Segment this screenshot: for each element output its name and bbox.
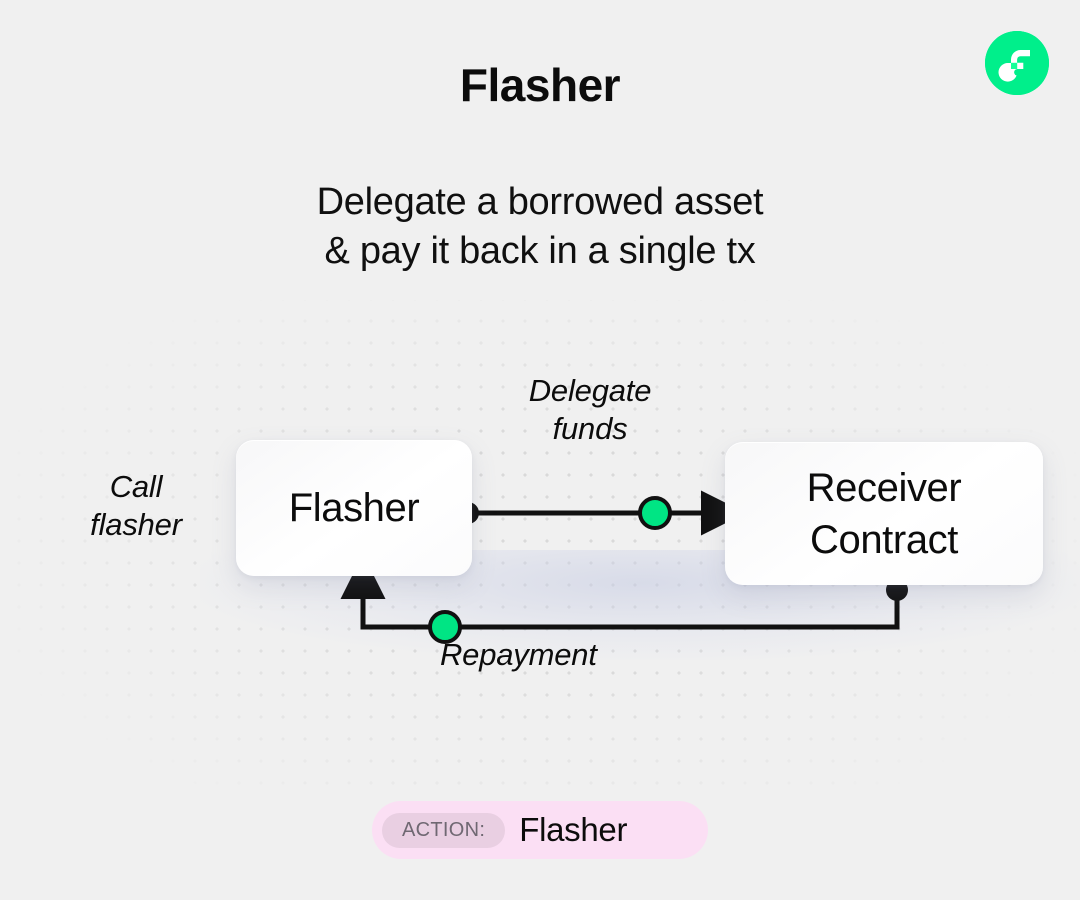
edge-repayment [340, 554, 908, 644]
flow-logo-icon [985, 31, 1049, 95]
page-title: Flasher [459, 59, 621, 111]
token-dot-delegate [638, 496, 672, 530]
token-dot-repayment [428, 610, 462, 644]
edge-label-repayment: Repayment [440, 637, 597, 672]
node-flasher-label: Flasher [288, 485, 420, 530]
action-badge-tag: ACTION: [382, 812, 506, 848]
node-receiver-contract-label: Receiver Contract [806, 465, 962, 562]
action-badge-value: Flasher [519, 811, 628, 848]
node-receiver-contract[interactable]: Receiver Contract [725, 442, 1043, 585]
edge-label-call-flasher: Call flasher [90, 469, 182, 542]
flow-diagram: Flasher Receiver Contract Call flasher D… [0, 300, 1080, 800]
page-subtitle: Delegate a borrowed asset & pay it back … [316, 181, 764, 272]
edge-label-delegate-funds: Delegate funds [528, 373, 652, 446]
edge-delegate-funds [457, 490, 746, 536]
node-flasher[interactable]: Flasher [236, 440, 472, 576]
action-badge: ACTION: Flasher [372, 801, 708, 859]
